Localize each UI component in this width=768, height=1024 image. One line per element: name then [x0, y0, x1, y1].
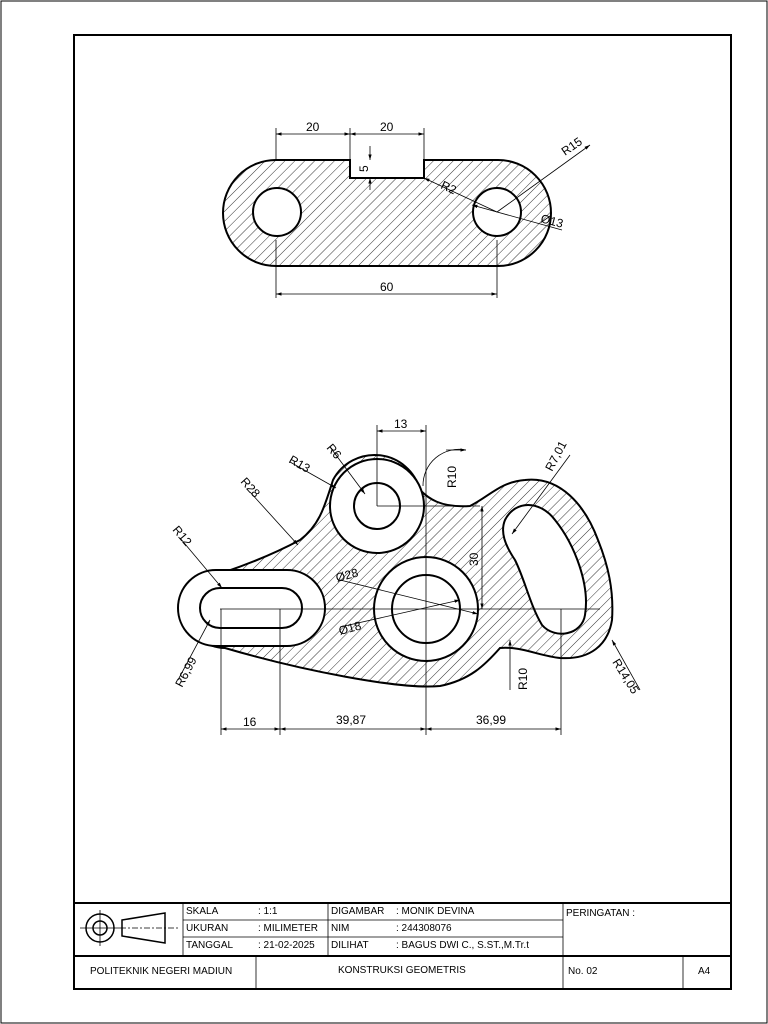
- nim-label: NIM: [331, 923, 349, 934]
- dim-lower-notch-radius: R10: [516, 668, 530, 690]
- bottom-part-drawing: 13 R6 R13 R28 R12 R6,99 Ø28 Ø18 R10 30 R…: [170, 417, 642, 735]
- dim-inner-ring-diameter: Ø18: [337, 618, 363, 637]
- ukuran-label: UKURAN: [186, 923, 228, 934]
- top-part-drawing: 20 20 5 60 R15 R2 Ø13: [222, 120, 591, 298]
- dim-slot-right: 20: [380, 120, 394, 134]
- dim-dist-3: 36,99: [476, 713, 506, 727]
- dim-notch-radius: R10: [445, 466, 459, 488]
- projection-symbol-icon: [80, 910, 180, 946]
- paper-size: A4: [698, 966, 711, 977]
- drawing-title: KONSTRUKSI GEOMETRIS: [338, 965, 466, 976]
- dim-slot-depth: 5: [357, 165, 371, 172]
- dim-slot-inner-radius: R6,99: [172, 654, 200, 689]
- nim-value: : 244308076: [396, 923, 452, 934]
- dim-boss-radius: R6: [324, 441, 345, 462]
- dim-upper-arc-radius: R28: [238, 475, 263, 501]
- drawing-frame: [73, 34, 732, 990]
- top-part-outline: [222, 159, 552, 267]
- dim-outer-right-radius: R14,05: [609, 656, 642, 697]
- dim-dist-1: 16: [243, 715, 257, 729]
- dim-slot-end-radius: R12: [170, 523, 195, 549]
- curved-slot: [502, 504, 587, 635]
- digambar-value: : MONIK DEVINA: [396, 906, 475, 917]
- sheet-number: No. 02: [568, 966, 598, 977]
- institution-name: POLITEKNIK NEGERI MADIUN: [90, 966, 232, 977]
- left-slot-inner: [199, 587, 303, 629]
- dim-center-distance: 60: [380, 280, 394, 294]
- dim-arc-slot-radius: R7,01: [542, 438, 570, 473]
- dilihat-value: : BAGUS DWI C., S.ST.,M.Tr.t: [396, 940, 529, 951]
- peringatan-label: PERINGATAN :: [566, 908, 635, 919]
- tanggal-value: : 21-02-2025: [258, 940, 315, 951]
- dim-vertical-offset: 30: [467, 552, 481, 566]
- dim-hole-diameter: Ø13: [539, 211, 565, 230]
- dim-top-width: 13: [394, 417, 408, 431]
- skala-value: : 1:1: [258, 906, 278, 917]
- top-left-hole: [252, 187, 302, 237]
- dim-dist-2: 39,87: [336, 713, 366, 727]
- skala-label: SKALA: [186, 906, 219, 917]
- dim-fillet-radius: R2: [439, 178, 459, 197]
- dim-slot-left: 20: [306, 120, 320, 134]
- dilihat-label: DILIHAT: [331, 940, 369, 951]
- tanggal-label: TANGGAL: [186, 940, 233, 951]
- title-block: SKALA : 1:1 UKURAN : MILIMETER TANGGAL :…: [74, 902, 731, 989]
- digambar-label: DIGAMBAR: [331, 906, 384, 917]
- ukuran-value: : MILIMETER: [258, 923, 318, 934]
- dim-end-radius: R15: [559, 134, 585, 158]
- dim-outer-ring-diameter: Ø28: [334, 565, 360, 584]
